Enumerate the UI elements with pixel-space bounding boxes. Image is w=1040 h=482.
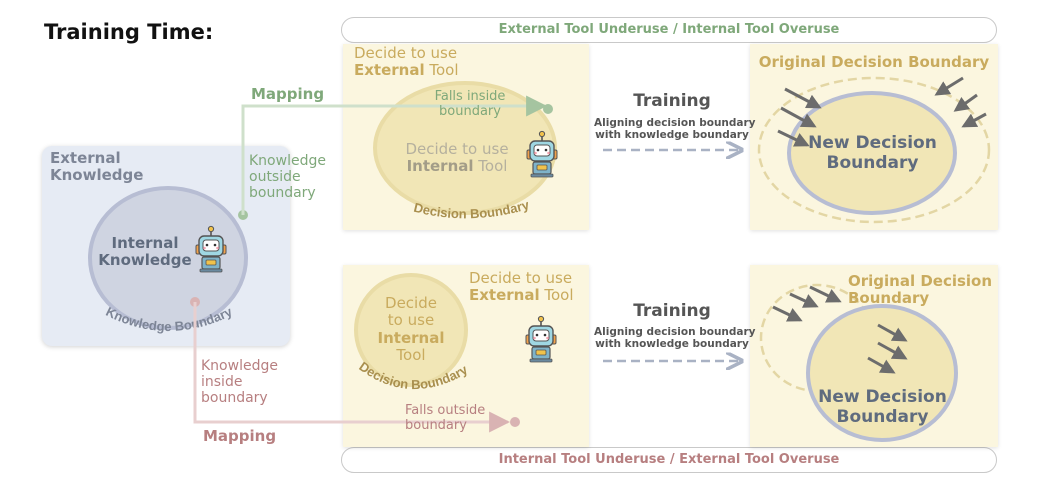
page-title: Training Time: bbox=[44, 20, 214, 44]
new-boundary-top bbox=[787, 91, 957, 215]
original-boundary-label-bottom: Original Decision Boundary bbox=[848, 272, 993, 308]
training-title-bottom: Training bbox=[633, 301, 711, 321]
decide-external-label-bottom: Decide to use External Tool bbox=[469, 269, 574, 305]
training-subtitle-top: Aligning decision boundary with knowledg… bbox=[594, 117, 756, 142]
shrink-arrow bbox=[953, 93, 978, 112]
new-boundary-label-top: New Decision Boundary bbox=[808, 133, 937, 173]
internal-knowledge-label: Internal Knowledge bbox=[98, 234, 192, 270]
banner-top: External Tool Underuse / Internal Tool O… bbox=[341, 17, 997, 43]
falls-outside-label: Falls outside boundary bbox=[405, 403, 486, 433]
expand-arrow bbox=[877, 341, 908, 360]
mapping-arrow-bottom bbox=[193, 302, 511, 433]
mapping-end-dot-top bbox=[543, 104, 553, 114]
external-knowledge-label: External Knowledge bbox=[50, 149, 144, 185]
mapping-label-top: Mapping bbox=[251, 85, 325, 103]
shrink-arrow bbox=[777, 129, 810, 147]
shrink-arrow bbox=[780, 106, 817, 128]
expand-arrow bbox=[809, 285, 842, 303]
mapping-end-dot-bottom bbox=[510, 417, 520, 427]
expand-arrow bbox=[867, 356, 896, 374]
decide-external-label-top: Decide to use External Tool bbox=[354, 44, 459, 80]
new-boundary-label-bottom: New Decision Boundary bbox=[818, 387, 947, 427]
expand-arrow bbox=[772, 305, 803, 322]
training-title-top: Training bbox=[633, 91, 711, 111]
decide-internal-label-top: Decide to use Internal Tool bbox=[405, 140, 509, 176]
mapping-arrow-top bbox=[241, 95, 548, 215]
robot-icon bbox=[525, 315, 557, 363]
decide-internal-label-bottom: Decide to use Internal Tool bbox=[377, 294, 445, 364]
shrink-arrow bbox=[961, 112, 987, 128]
expand-arrow bbox=[789, 292, 819, 308]
original-boundary-top bbox=[757, 76, 991, 224]
original-boundary-label-top: Original Decision Boundary bbox=[758, 53, 990, 71]
knowledge-inside-note: Knowledge inside boundary bbox=[201, 358, 278, 407]
decision-boundary-circle-bottom bbox=[354, 273, 468, 387]
knowledge-boundary-circle bbox=[88, 186, 248, 330]
expand-arrow bbox=[877, 323, 908, 342]
knowledge-outside-note: Knowledge outside boundary bbox=[249, 153, 326, 202]
training-subtitle-bottom: Aligning decision boundary with knowledg… bbox=[594, 326, 756, 351]
mapping-label-bottom: Mapping bbox=[203, 427, 277, 445]
falls-inside-label: Falls inside boundary bbox=[434, 89, 506, 119]
shrink-arrow bbox=[934, 76, 964, 96]
banner-bottom: Internal Tool Underuse / External Tool O… bbox=[341, 447, 997, 473]
shrink-arrow bbox=[784, 87, 822, 109]
decision-boundary-ellipse-top bbox=[373, 81, 557, 215]
